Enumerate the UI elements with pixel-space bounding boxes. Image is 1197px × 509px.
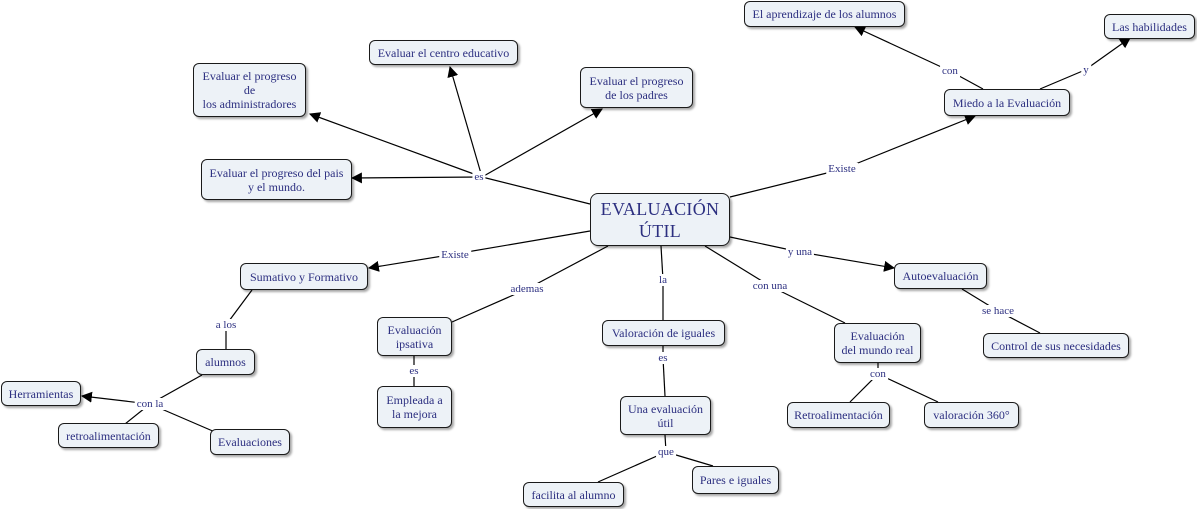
link-label-es-ipsativa: es [407, 365, 421, 377]
concept-evaluaciones[interactable]: Evaluaciones [210, 429, 290, 455]
link-label-a-los: a los [213, 319, 239, 331]
concept-retroalimentacion-1[interactable]: retroalimentación [58, 423, 159, 448]
concept-facilita-alumno[interactable]: facilita al alumno [523, 482, 624, 507]
concept-evaluacion-ipsativa[interactable]: Evaluación ipsativa [377, 317, 452, 356]
link-label-se-hace: se hace [979, 305, 1017, 317]
link-label-con-mundo: con [868, 368, 888, 380]
link-es-pais [350, 172, 483, 184]
concept-sumativo-formativo[interactable]: Sumativo y Formativo [240, 263, 368, 290]
concept-aprendizaje-alumnos[interactable]: El aprendizaje de los alumnos [744, 1, 905, 27]
link-central-existe-left [454, 230, 591, 255]
link-label-con-una: con una [750, 280, 790, 292]
concept-miedo-evaluacion[interactable]: Miedo a la Evaluación [944, 89, 1070, 116]
link-existe-miedo [842, 114, 977, 170]
link-con-aprendizaje [854, 26, 951, 72]
concept-alumnos[interactable]: alumnos [196, 349, 255, 375]
concept-retroalimentacion-2[interactable]: Retroalimentación [787, 402, 890, 428]
link-label-existe-top: Existe [826, 163, 858, 175]
link-label-existe-left: Existe [439, 249, 471, 261]
concept-valoracion-iguales[interactable]: Valoración de iguales [602, 320, 725, 346]
link-label-es: es [472, 171, 486, 183]
concept-progreso-pais[interactable]: Evaluar el progreso del pais y el mundo. [201, 159, 352, 200]
concept-mundo-real[interactable]: Evaluación del mundo real [834, 323, 921, 363]
concept-control-necesidades[interactable]: Control de sus necesidades [983, 333, 1129, 358]
concept-pares-iguales[interactable]: Pares e iguales [692, 466, 779, 494]
concept-valoracion-360[interactable]: valoración 360° [924, 402, 1019, 428]
central-concept[interactable]: EVALUACIÓN ÚTIL [590, 193, 730, 246]
link-miedo-y [1039, 69, 1086, 90]
link-central-conuna [704, 245, 771, 287]
link-label-la: la [657, 274, 669, 286]
link-label-con-la: con la [134, 398, 166, 410]
link-central-existe [729, 168, 844, 198]
link-que-facilita [597, 451, 667, 483]
link-con-360 [877, 373, 939, 403]
link-es-padres [481, 108, 603, 178]
concept-herramientas[interactable]: Herramientas [1, 381, 81, 406]
link-es-centro [447, 65, 483, 178]
concept-autoevaluacion[interactable]: Autoevaluación [894, 263, 987, 289]
link-y-habilidades [1084, 37, 1131, 71]
link-central-es [481, 176, 591, 205]
link-conuna-mundo [769, 285, 846, 324]
link-es-una [662, 357, 666, 397]
concept-progreso-padres[interactable]: Evaluar el progreso de los padres [580, 67, 693, 108]
link-label-ademas: ademas [508, 283, 546, 295]
link-label-es-valoracion: es [656, 352, 670, 364]
concept-una-evaluacion-util[interactable]: Una evaluación útil [620, 396, 711, 435]
link-label-y-top: y [1081, 64, 1091, 76]
concept-habilidades[interactable]: Las habilidades [1104, 14, 1195, 39]
link-label-y-una: y una [785, 246, 815, 258]
concept-centro-educativo[interactable]: Evaluar el centro educativo [369, 40, 518, 65]
link-label-que: que [656, 446, 676, 458]
link-es-admin [308, 112, 483, 178]
link-yuna-autoev [799, 251, 896, 272]
concept-progreso-administradores[interactable]: Evaluar el progreso de los administrador… [193, 63, 306, 117]
concept-empleada-mejora[interactable]: Empleada a la mejora [377, 386, 452, 428]
link-label-con-top: con [940, 65, 960, 77]
link-central-ademas [526, 245, 609, 290]
